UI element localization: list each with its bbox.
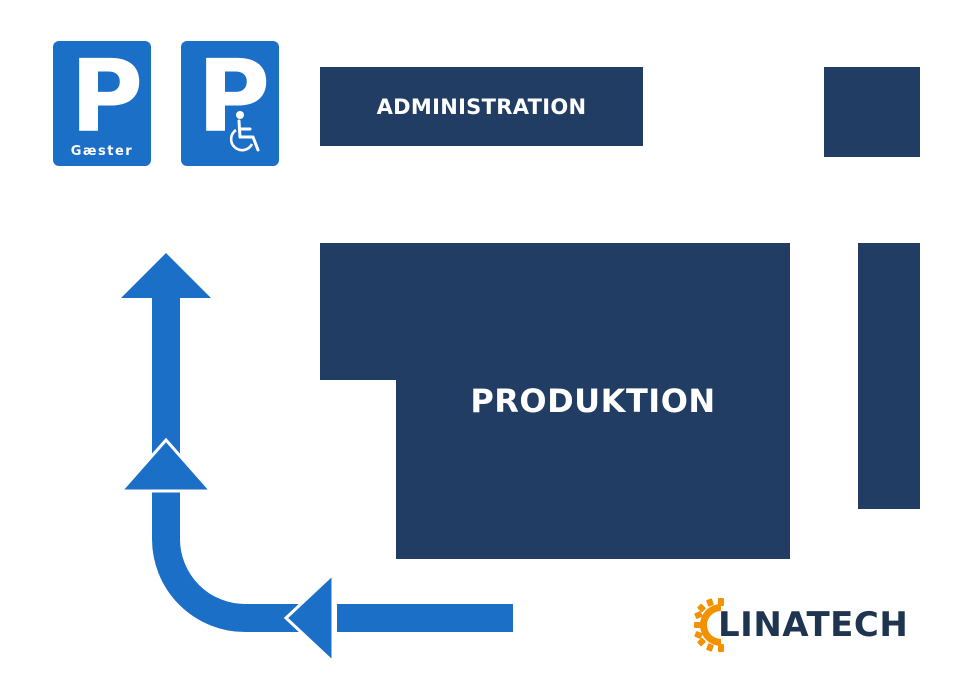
logo-text: LINATECH — [718, 605, 909, 645]
route-middle-up-arrowhead — [117, 437, 215, 493]
route-horizontal-bar — [337, 604, 513, 632]
guest-parking-sign: P Gæster — [53, 41, 151, 166]
gear-icon — [694, 598, 724, 652]
linatech-logo: LINATECH — [694, 598, 924, 654]
side-building — [858, 243, 920, 509]
production-building — [320, 243, 790, 559]
disabled-parking-sign: P — [181, 41, 279, 166]
wheelchair-icon — [229, 111, 260, 152]
route-curve — [152, 488, 307, 632]
route-top-up-arrowhead — [121, 253, 211, 298]
parking-icon: P — [70, 38, 144, 155]
parking-letter: P — [197, 38, 271, 155]
route-left-arrowhead — [283, 570, 335, 666]
production-label: PRODUKTION — [470, 382, 716, 420]
guest-parking-caption: Gæster — [70, 144, 134, 159]
administration-label: ADMINISTRATION — [376, 94, 587, 119]
small-building — [824, 67, 920, 157]
administration-building: ADMINISTRATION — [320, 67, 643, 146]
